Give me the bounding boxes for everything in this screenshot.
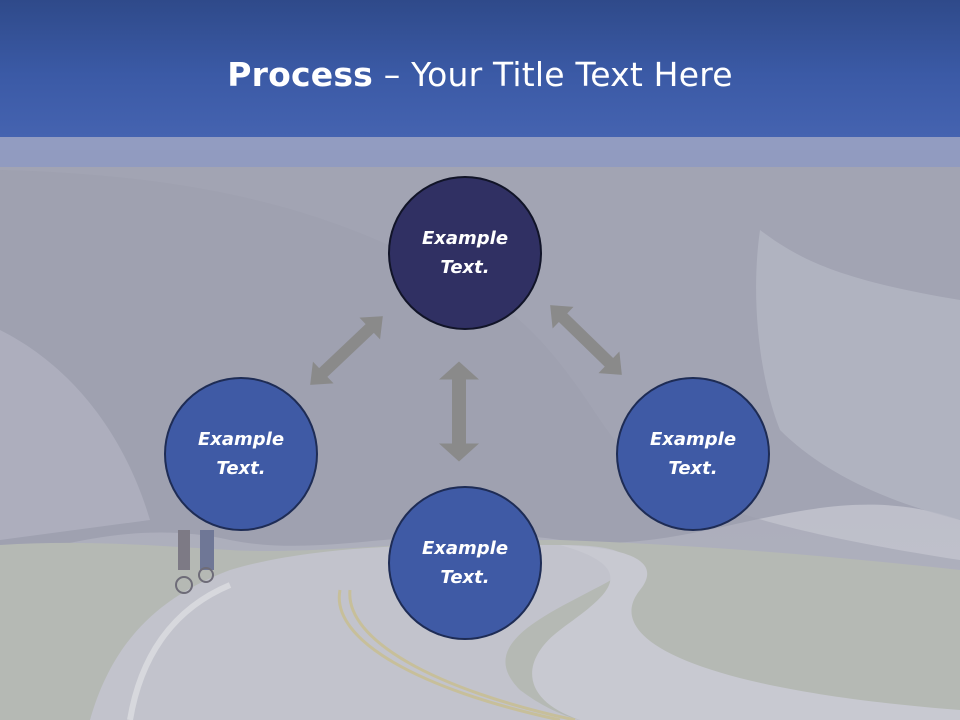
process-node-bottom-label: Example Text. xyxy=(421,538,509,588)
title-strip xyxy=(0,137,960,167)
process-node-top: Example Text. xyxy=(388,176,542,330)
title-bar xyxy=(0,0,960,137)
slide-title-rest: – Your Title Text Here xyxy=(373,55,733,94)
process-node-left: Example Text. xyxy=(164,377,318,531)
process-node-left-label: Example Text. xyxy=(197,429,285,479)
process-node-right: Example Text. xyxy=(616,377,770,531)
process-node-bottom: Example Text. xyxy=(388,486,542,640)
process-node-right-label: Example Text. xyxy=(649,429,737,479)
slide-title: Process – Your Title Text Here xyxy=(0,52,960,98)
process-node-top-label: Example Text. xyxy=(421,228,509,278)
slide-title-bold: Process xyxy=(227,55,374,94)
